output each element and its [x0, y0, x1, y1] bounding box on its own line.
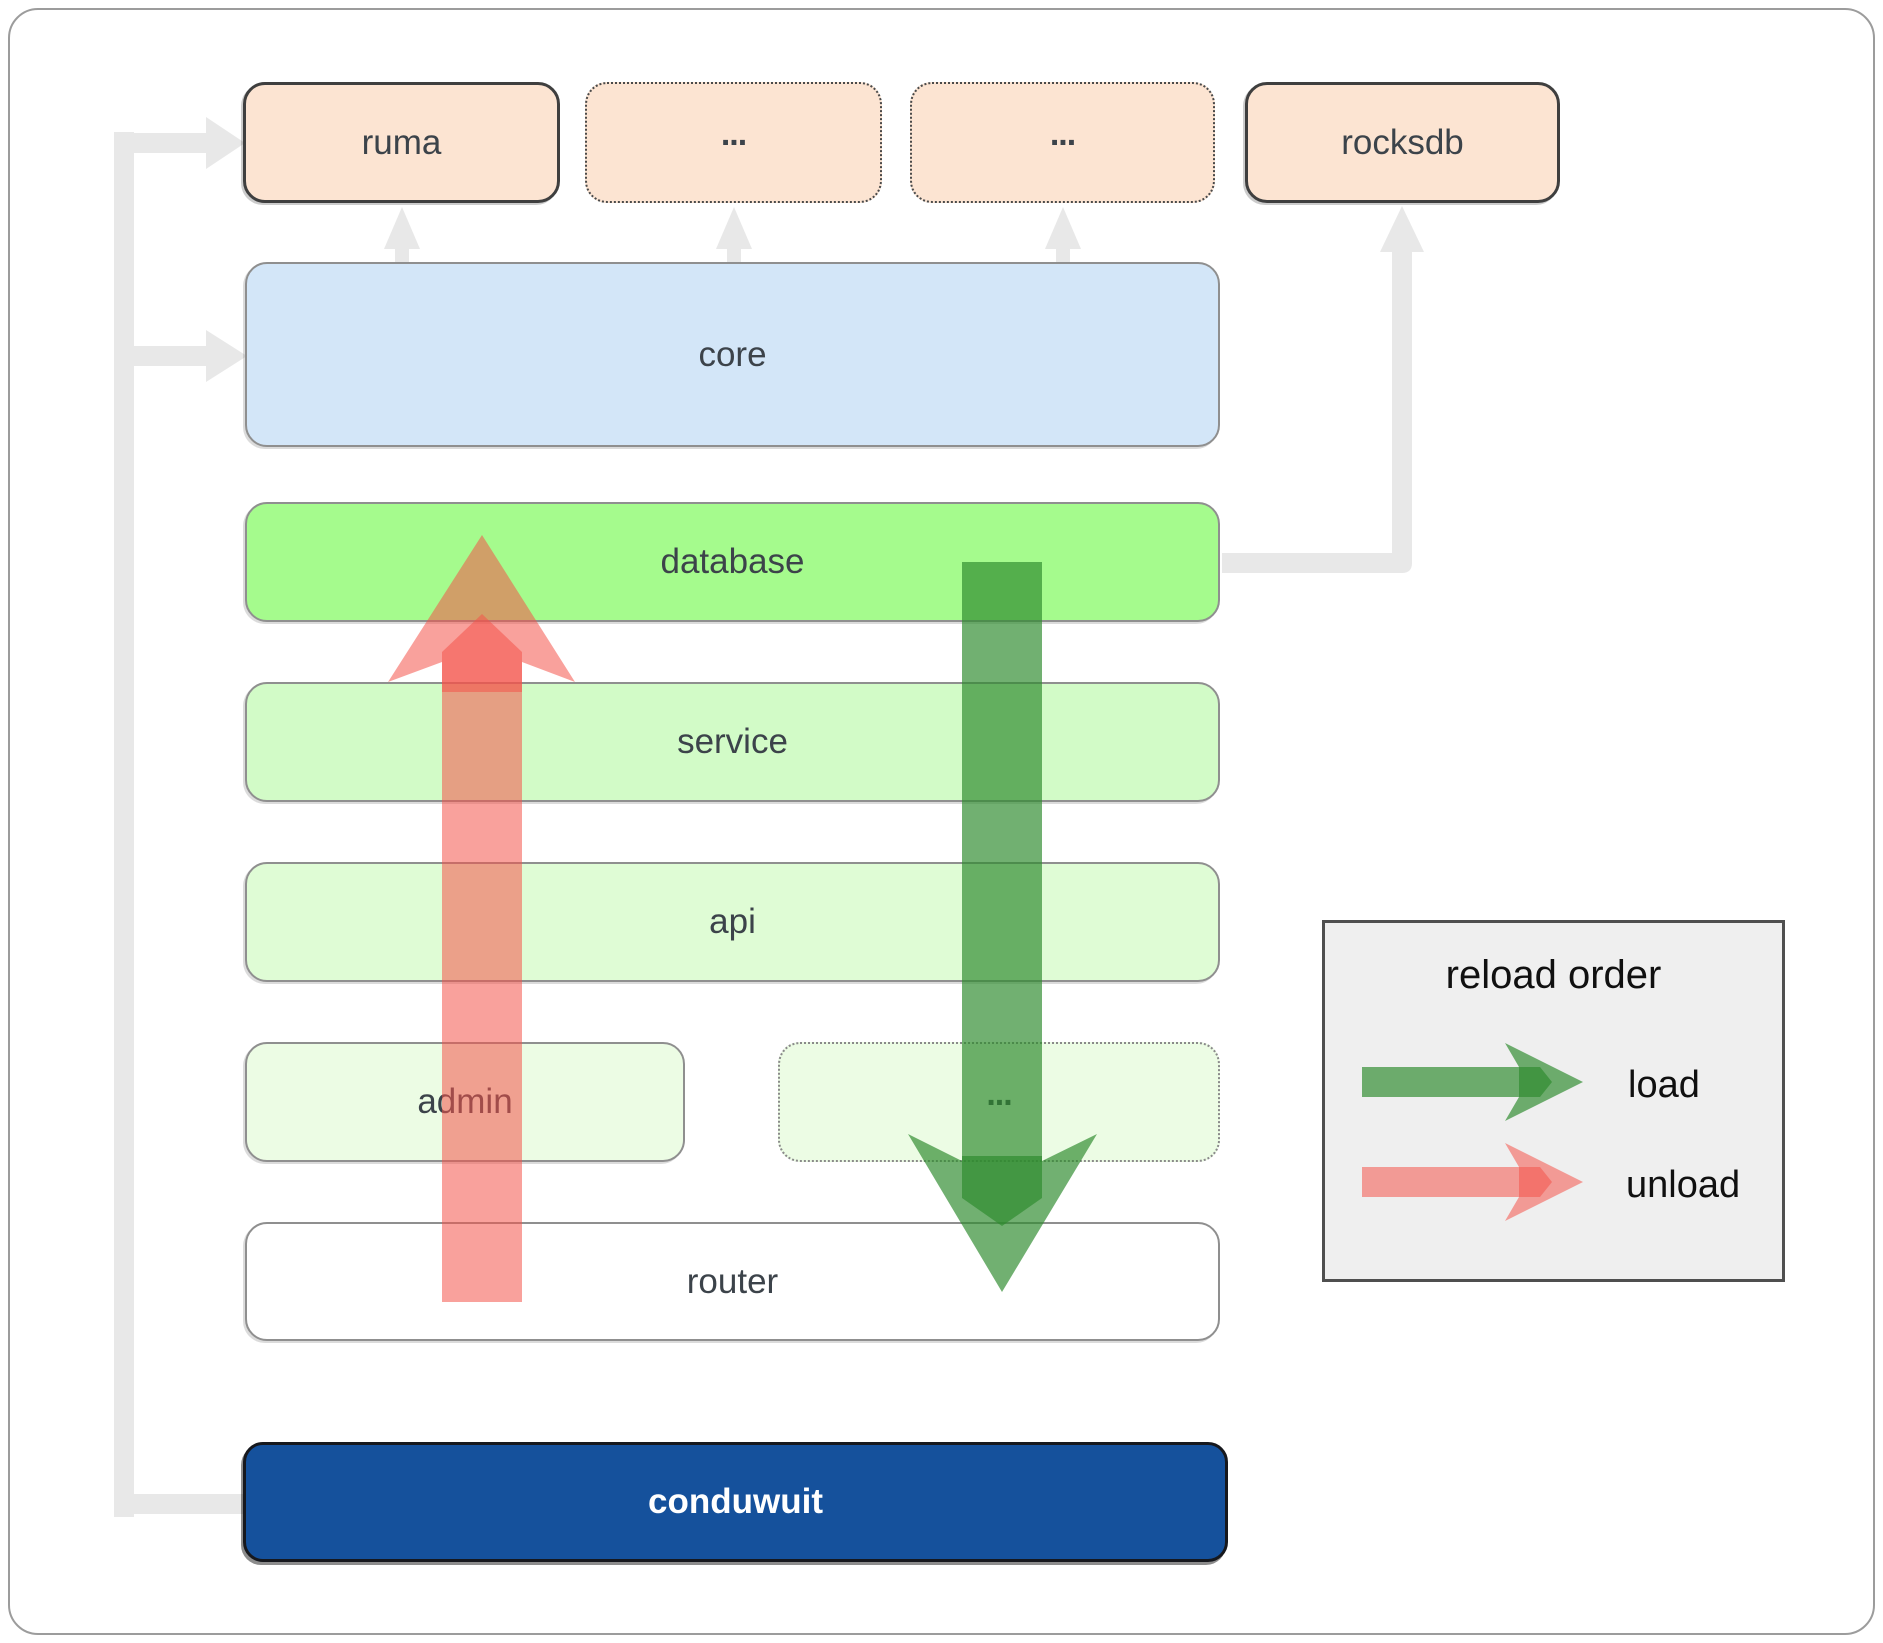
box-database: database	[245, 502, 1220, 622]
box-conduwuit-label: conduwuit	[648, 1482, 823, 1521]
box-api: api	[245, 862, 1220, 982]
box-ruma: ruma	[243, 82, 560, 203]
box-service-label: service	[677, 722, 788, 761]
box-admin-label: admin	[417, 1082, 513, 1121]
legend-unload-label: unload	[1626, 1164, 1741, 1206]
box-api-label: api	[709, 902, 756, 941]
box-crate-ellipsis-1-label: ...	[720, 115, 747, 153]
box-router: router	[245, 1222, 1220, 1341]
box-ruma-label: ruma	[361, 122, 442, 162]
box-crate-ellipsis-2: ...	[910, 82, 1215, 203]
box-crate-ellipsis-1: ...	[585, 82, 882, 203]
box-service-ellipsis-label: ...	[986, 1074, 1012, 1113]
box-database-label: database	[660, 542, 805, 581]
box-crate-ellipsis-2-label: ...	[1049, 115, 1076, 153]
box-router-label: router	[686, 1261, 779, 1301]
legend: reload order load unload	[1322, 920, 1785, 1282]
box-service: service	[245, 682, 1220, 802]
box-core: core	[245, 262, 1220, 447]
legend-title: reload order	[1445, 953, 1662, 997]
box-service-ellipsis: ...	[778, 1042, 1220, 1162]
legend-load-label: load	[1628, 1064, 1700, 1106]
box-conduwuit: conduwuit	[243, 1442, 1228, 1562]
figure-border	[8, 8, 1875, 1635]
box-rocksdb-label: rocksdb	[1341, 122, 1464, 162]
box-rocksdb: rocksdb	[1245, 82, 1560, 203]
box-core-label: core	[698, 334, 767, 374]
box-admin: admin	[245, 1042, 685, 1162]
